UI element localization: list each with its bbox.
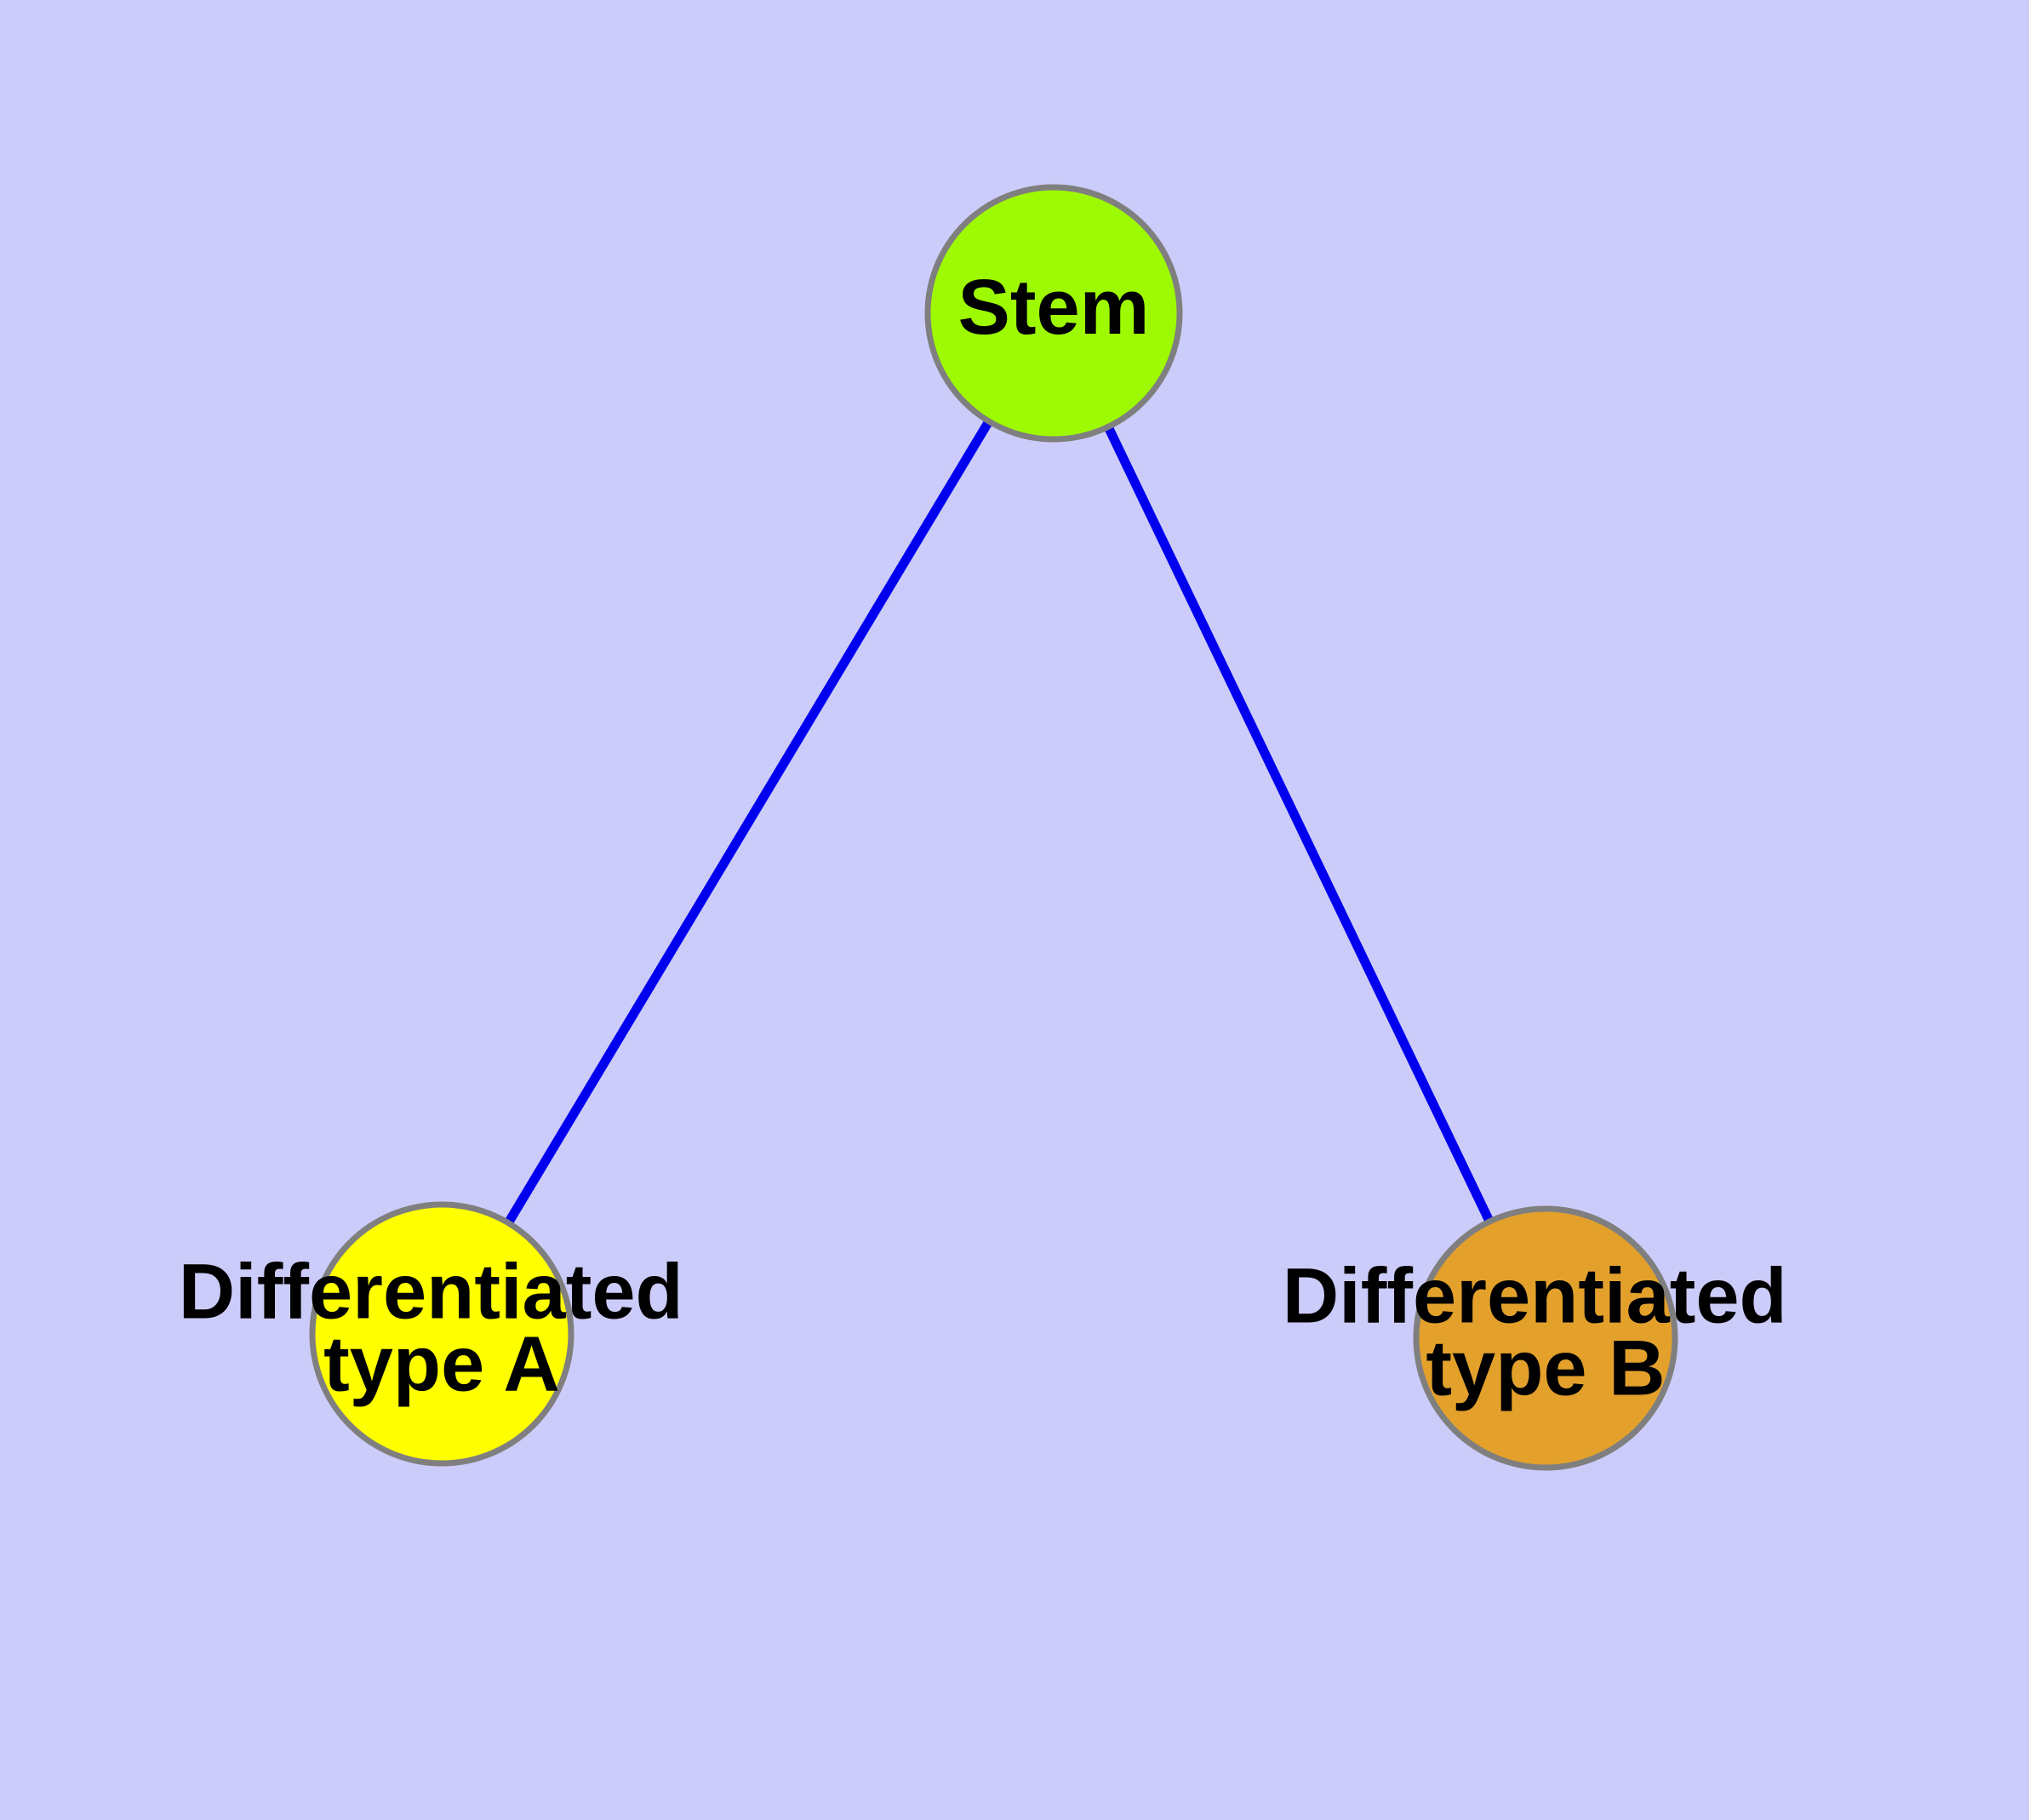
node-label-group: Stem Differentiated type A Differentiate… [179, 264, 1809, 1412]
node-type-b[interactable] [1413, 1205, 1678, 1471]
edge-group [437, 311, 1550, 1341]
node-type-b-label-line-2: type B [1426, 1325, 1665, 1412]
node-stem-circle[interactable] [924, 184, 1183, 443]
node-type-b-label-line-1: Differentiated [1283, 1253, 1787, 1340]
node-stem[interactable] [924, 184, 1183, 443]
node-type-a[interactable] [309, 1201, 574, 1467]
node-group [309, 184, 1678, 1471]
node-type-b-circle[interactable] [1413, 1205, 1678, 1471]
node-type-b-label: Differentiated type B [1283, 1253, 1809, 1412]
node-type-a-label-line-1: Differentiated [179, 1249, 683, 1336]
node-type-a-circle[interactable] [309, 1201, 574, 1467]
edge-stem-to-type-b[interactable] [1049, 311, 1550, 1341]
edge-stem-to-type-a[interactable] [437, 311, 1058, 1336]
node-type-a-label: Differentiated type A [179, 1249, 706, 1408]
node-stem-label-line-1: Stem [958, 264, 1150, 351]
node-stem-label: Stem [958, 264, 1150, 351]
node-type-a-label-line-2: type A [323, 1321, 560, 1408]
